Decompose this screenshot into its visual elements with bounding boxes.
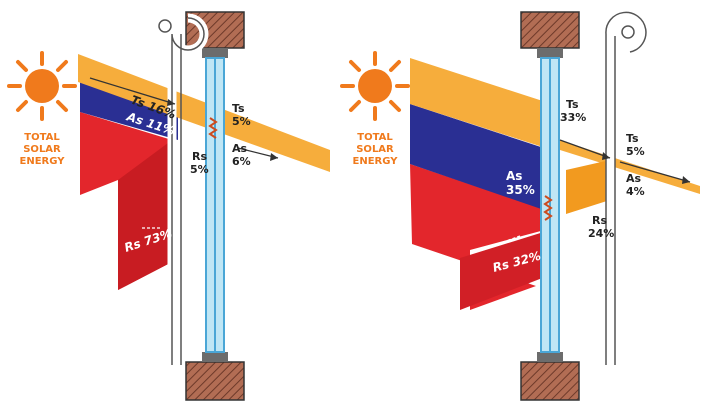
right-ts-inner-label-b: 5% — [626, 145, 645, 158]
right-ts-band — [410, 58, 552, 150]
left-sun-icon — [7, 51, 77, 121]
right-sun-label-2: SOLAR — [356, 144, 394, 155]
left-as-inner-label-b: 6% — [232, 155, 251, 168]
left-frame-bottom — [202, 352, 228, 362]
right-as-band — [410, 104, 550, 212]
right-as-outer-label-b: 35% — [506, 183, 535, 197]
right-ts-outer-label-b: 33% — [560, 111, 586, 124]
right-sun-label-3: ENERGY — [353, 156, 399, 167]
right-sun-icon — [340, 51, 410, 121]
right-sun-label-1: TOTAL — [357, 132, 393, 143]
left-ts-band — [78, 54, 330, 172]
right-rs-inner-band — [566, 160, 610, 214]
left-ts-inner-label-b: 5% — [232, 115, 251, 128]
right-rs-band-fold — [460, 230, 550, 310]
left-diagram: Ts 16% As 11% Rs 73% Ts 5% Rs 5% As 6% T… — [7, 11, 330, 401]
left-as-band — [80, 82, 178, 140]
left-as-inner-label-a: As — [232, 142, 248, 155]
left-ts-inner-label-a: Ts — [232, 102, 245, 115]
right-wall-bottom — [520, 361, 580, 401]
left-rs-inner-label-b: 5% — [190, 163, 209, 176]
left-rs-band-fold — [118, 140, 172, 290]
right-frame-bottom — [537, 352, 563, 362]
left-roller-shade — [167, 13, 209, 365]
right-frame-top — [537, 48, 563, 58]
right-as-inner-label-a: As — [626, 172, 642, 185]
right-as-inner-label-b: 4% — [626, 185, 645, 198]
left-sun-label-2: SOLAR — [23, 144, 61, 155]
right-rs-inner-label-a: Rs — [592, 214, 607, 227]
right-roller-shade — [605, 13, 647, 365]
right-as-outer-label-a: As — [506, 169, 522, 183]
right-ts-band-out — [560, 140, 700, 194]
right-ts-inner-label-a: Ts — [626, 132, 639, 145]
left-rs-inner-label-a: Rs — [192, 150, 207, 163]
left-sun-label-1: TOTAL — [24, 132, 60, 143]
left-wall-bottom — [185, 361, 245, 401]
right-diagram: Ts 33% As 35% Rs 32% Ts 5% As 4% Rs 24% … — [340, 11, 700, 401]
right-wall-top — [520, 11, 580, 49]
left-frame-top — [202, 48, 228, 58]
left-sun-label-3: ENERGY — [20, 156, 66, 167]
right-rs-inner-label-b: 24% — [588, 227, 614, 240]
right-ts-outer-label-a: Ts — [566, 98, 579, 111]
